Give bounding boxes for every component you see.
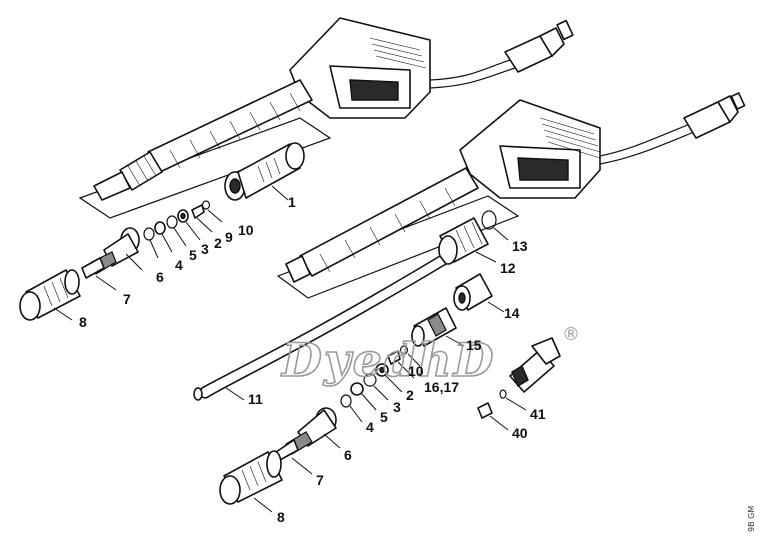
- upper-part-9-nozzle-insert: [191, 204, 205, 219]
- leader-8-upper: [53, 307, 73, 321]
- lower-part-11-lance-wand: [193, 255, 447, 401]
- lower-gun-handle: [459, 99, 601, 199]
- callout-5-lower: 5: [380, 409, 388, 425]
- callout-7-lower: 7: [316, 472, 324, 488]
- lower-part-12-coupling-nut: [438, 217, 489, 265]
- watermark-registered-mark: ®: [562, 324, 580, 345]
- callout-10-lower: 10: [408, 363, 424, 379]
- callout-5-upper: 5: [189, 247, 197, 263]
- drawing-code: 9B GM: [747, 506, 756, 532]
- lower-part-3-ring: [363, 373, 377, 387]
- callout-16-17: 16,17: [424, 379, 459, 395]
- lower-part-14-nut: [453, 273, 493, 311]
- upper-part-1-nozzle-head: [224, 142, 305, 201]
- leader-7-upper: [95, 275, 117, 291]
- lower-part-13-oring: [481, 210, 497, 230]
- lower-part-5-washer: [350, 382, 364, 396]
- leader-8-lower: [253, 497, 273, 513]
- lower-part-40-screw: [477, 402, 493, 419]
- upper-part-3-ring: [166, 215, 178, 229]
- callout-3-lower: 3: [393, 399, 401, 415]
- lower-part-16-17-insert: [387, 350, 401, 365]
- leader-13: [493, 227, 509, 241]
- leader-15: [445, 335, 465, 347]
- leader-11: [225, 387, 245, 401]
- upper-small-parts: [143, 200, 211, 241]
- lower-right-connector: [477, 337, 561, 419]
- callout-6-upper: 6: [156, 269, 164, 285]
- callout-40: 40: [512, 425, 528, 441]
- callout-15: 15: [466, 337, 482, 353]
- lower-hose: [599, 123, 691, 157]
- lower-spray-gun: [276, 92, 746, 299]
- leader-7-lower: [291, 457, 313, 475]
- leader-6-lower: [323, 433, 341, 449]
- lower-lance-tube: [285, 167, 479, 283]
- upper-frame-plate: [78, 117, 332, 219]
- lower-frame-plate: [276, 195, 520, 299]
- lower-part-10-oring: [399, 345, 409, 355]
- callout-10-upper: 10: [238, 222, 254, 238]
- callout-13: 13: [512, 238, 528, 254]
- upper-gun-handle: [289, 17, 431, 119]
- lower-part-8-nozzle-cap: [219, 450, 283, 505]
- callout-41: 41: [530, 406, 546, 422]
- leader-6-upper: [125, 253, 143, 271]
- upper-hose: [429, 59, 511, 81]
- upper-hose-fitting: [504, 19, 574, 73]
- leader-1: [271, 185, 289, 201]
- lower-part-41-oring: [499, 389, 507, 399]
- upper-part-5-washer: [154, 221, 166, 235]
- upper-spray-gun: [78, 17, 574, 219]
- callout-4-upper: 4: [175, 257, 183, 273]
- callout-14: 14: [504, 305, 520, 321]
- callout-8-upper: 8: [79, 314, 87, 330]
- upper-part-6-adapter: [81, 227, 140, 279]
- leader-12: [475, 251, 497, 263]
- callout-2-upper: 2: [214, 235, 222, 251]
- leader-14: [487, 301, 505, 313]
- leader-40: [489, 415, 509, 431]
- callout-1: 1: [288, 194, 296, 210]
- lower-small-parts: [340, 345, 409, 408]
- callout-2-lower: 2: [406, 387, 414, 403]
- upper-part-8-nozzle-cap: [19, 269, 81, 321]
- lower-part-15-quick-coupler: [411, 307, 457, 347]
- leader-41: [505, 397, 527, 411]
- callout-3-upper: 3: [201, 241, 209, 257]
- callouts-upper: 1 10 9 2 3 5 4 6 7 8: [79, 194, 296, 330]
- lower-hose-fitting: [683, 92, 746, 139]
- upper-part-4-oring: [143, 227, 155, 241]
- callout-11: 11: [248, 391, 263, 407]
- watermark-text: DyedhD: [280, 333, 495, 387]
- callout-12: 12: [500, 260, 516, 276]
- callout-6-lower: 6: [344, 447, 352, 463]
- upper-leaders: [149, 209, 223, 259]
- callout-4-lower: 4: [366, 419, 374, 435]
- callout-9-upper: 9: [225, 229, 233, 245]
- callouts-lower: 13 12 14 15 10 16,17 2 3 5 4 11 41 40 6 …: [248, 238, 546, 525]
- lower-part-4-oring: [340, 394, 352, 408]
- upper-lance-tube: [93, 79, 313, 201]
- lower-part-6-adapter: [275, 407, 337, 461]
- callout-8-lower: 8: [277, 509, 285, 525]
- callout-7-upper: 7: [123, 291, 131, 307]
- lower-leaders: [349, 353, 421, 423]
